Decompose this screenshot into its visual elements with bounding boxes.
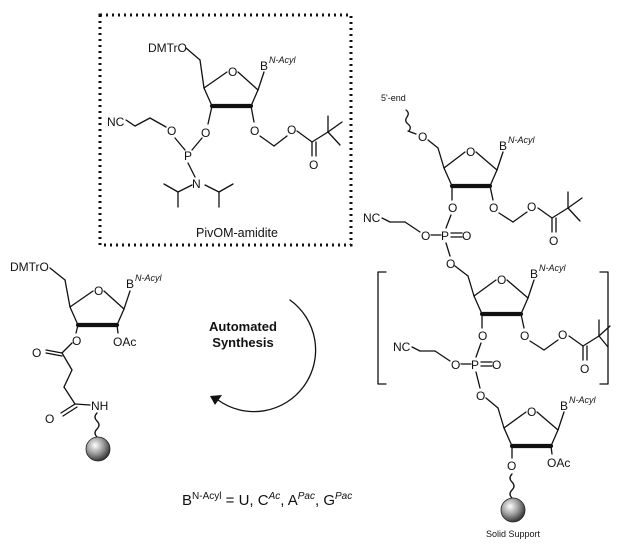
solid-support-label: Solid Support <box>486 529 541 539</box>
bottom-3o-label: O <box>507 459 516 473</box>
left-amide-oxygen: O <box>45 412 54 426</box>
cycle-label-line2: Synthesis <box>212 335 273 350</box>
middle-3o-label: O <box>478 329 487 343</box>
legend-prefix: B <box>182 492 192 509</box>
top-base-label: B <box>499 139 507 153</box>
legend-g: , G <box>315 492 335 509</box>
phosphate1-oxygen: O <box>421 229 430 243</box>
cycle-arrow <box>217 299 317 413</box>
amidite-ester-oxygen: O <box>287 123 296 137</box>
top-3o-label: O <box>448 201 457 215</box>
legend-c-sup: Ac <box>268 491 281 502</box>
left-ring-oxygen: O <box>94 284 103 298</box>
top-carbonyl-oxygen: O <box>549 234 558 248</box>
bottom-base-label: B <box>560 399 568 413</box>
left-linker-carbonyl-oxygen: O <box>32 346 41 360</box>
base-legend: BN-Acyl = U, CAc, APac, GPac <box>182 491 352 509</box>
middle-carbonyl-oxygen: O <box>580 362 589 376</box>
amidite-3o-label: O <box>201 126 210 140</box>
amidite-carbonyl-oxygen: O <box>309 158 318 172</box>
left-support-wavy-bond <box>94 412 100 438</box>
amidite-base-superscript: N-Acyl <box>269 55 296 65</box>
middle-ring-oxygen: O <box>497 273 506 287</box>
top-5o-label: O <box>418 130 427 144</box>
amidite-nitrogen: N <box>192 177 201 191</box>
middle-2o-label: O <box>520 329 529 343</box>
cycle-arrow-head-icon <box>210 395 222 405</box>
support-bound-nucleoside: DMTrO O B N-Acyl OAc O O NH O <box>10 260 162 462</box>
middle-base-label: B <box>530 267 538 281</box>
left-base-label: B <box>126 277 134 291</box>
cycle-label-line1: Automated <box>209 319 277 334</box>
amidite-dmtro-label: DMTrO <box>148 41 187 55</box>
synthesis-cycle: Automated Synthesis <box>209 299 317 413</box>
amidite-caption: PivOM-amidite <box>196 226 278 240</box>
left-base-superscript: N-Acyl <box>135 273 162 283</box>
right-solid-support-bead-icon <box>500 497 526 523</box>
repeat-bracket-left <box>377 271 387 385</box>
repeat-bracket-right <box>599 271 609 385</box>
amidite-base-label: B <box>260 59 268 73</box>
amidite-phosphorus: P <box>184 149 192 163</box>
middle-base-superscript: N-Acyl <box>539 263 566 273</box>
middle-5o-label: O <box>446 257 455 271</box>
top-ester-oxygen: O <box>527 200 536 214</box>
phosphate1-phosphorus: P <box>441 229 449 243</box>
phosphate2-double-oxygen: O <box>492 358 501 372</box>
phosphate1-double-oxygen: O <box>462 229 471 243</box>
phosphate1-nc-label: NC <box>363 211 381 225</box>
left-3o-label: O <box>72 334 81 348</box>
legend-g-sup: Pac <box>335 491 352 502</box>
phosphate2-nc-label: NC <box>393 340 411 354</box>
amidite-2o-label: O <box>250 124 259 138</box>
phosphate2-phosphorus: P <box>471 358 479 372</box>
top-base-superscript: N-Acyl <box>508 135 535 145</box>
middle-ester-oxygen: O <box>558 328 567 342</box>
top-2o-label: O <box>489 201 498 215</box>
bottom-ring-oxygen: O <box>527 405 536 419</box>
legend-a-sup: Pac <box>298 491 315 502</box>
amidite-p-oxygen: O <box>167 124 176 138</box>
five-prime-end-label: 5'-end <box>381 93 406 103</box>
legend-a: , A <box>280 492 298 509</box>
left-dmtro-label: DMTrO <box>10 260 49 274</box>
left-nh-label: NH <box>91 399 108 413</box>
bottom-base-superscript: N-Acyl <box>569 395 596 405</box>
legend-equals-u-c: = U, C <box>221 492 268 509</box>
amidite-ring-oxygen: O <box>228 65 237 79</box>
left-oac-label: OAc <box>113 335 136 349</box>
bottom-oac-label: OAc <box>547 456 570 470</box>
phosphate2-oxygen: O <box>451 358 460 372</box>
oligonucleotide-structure: 5'-end O O B N-Acyl O O O O P O <box>363 93 611 539</box>
amidite-nc-label: NC <box>107 115 125 129</box>
left-solid-support-bead-icon <box>85 436 111 462</box>
amidite-dotted-box <box>98 13 353 247</box>
five-prime-wavy-bond <box>405 109 411 132</box>
bottom-5o-label: O <box>476 389 485 403</box>
bottom-support-wavy-bond <box>509 473 515 499</box>
pivom-amidite-structure: DMTrO O B N-Acyl O P O NC N <box>98 13 353 247</box>
top-ring-oxygen: O <box>466 145 475 159</box>
legend-prefix-sup: N-Acyl <box>192 491 221 502</box>
